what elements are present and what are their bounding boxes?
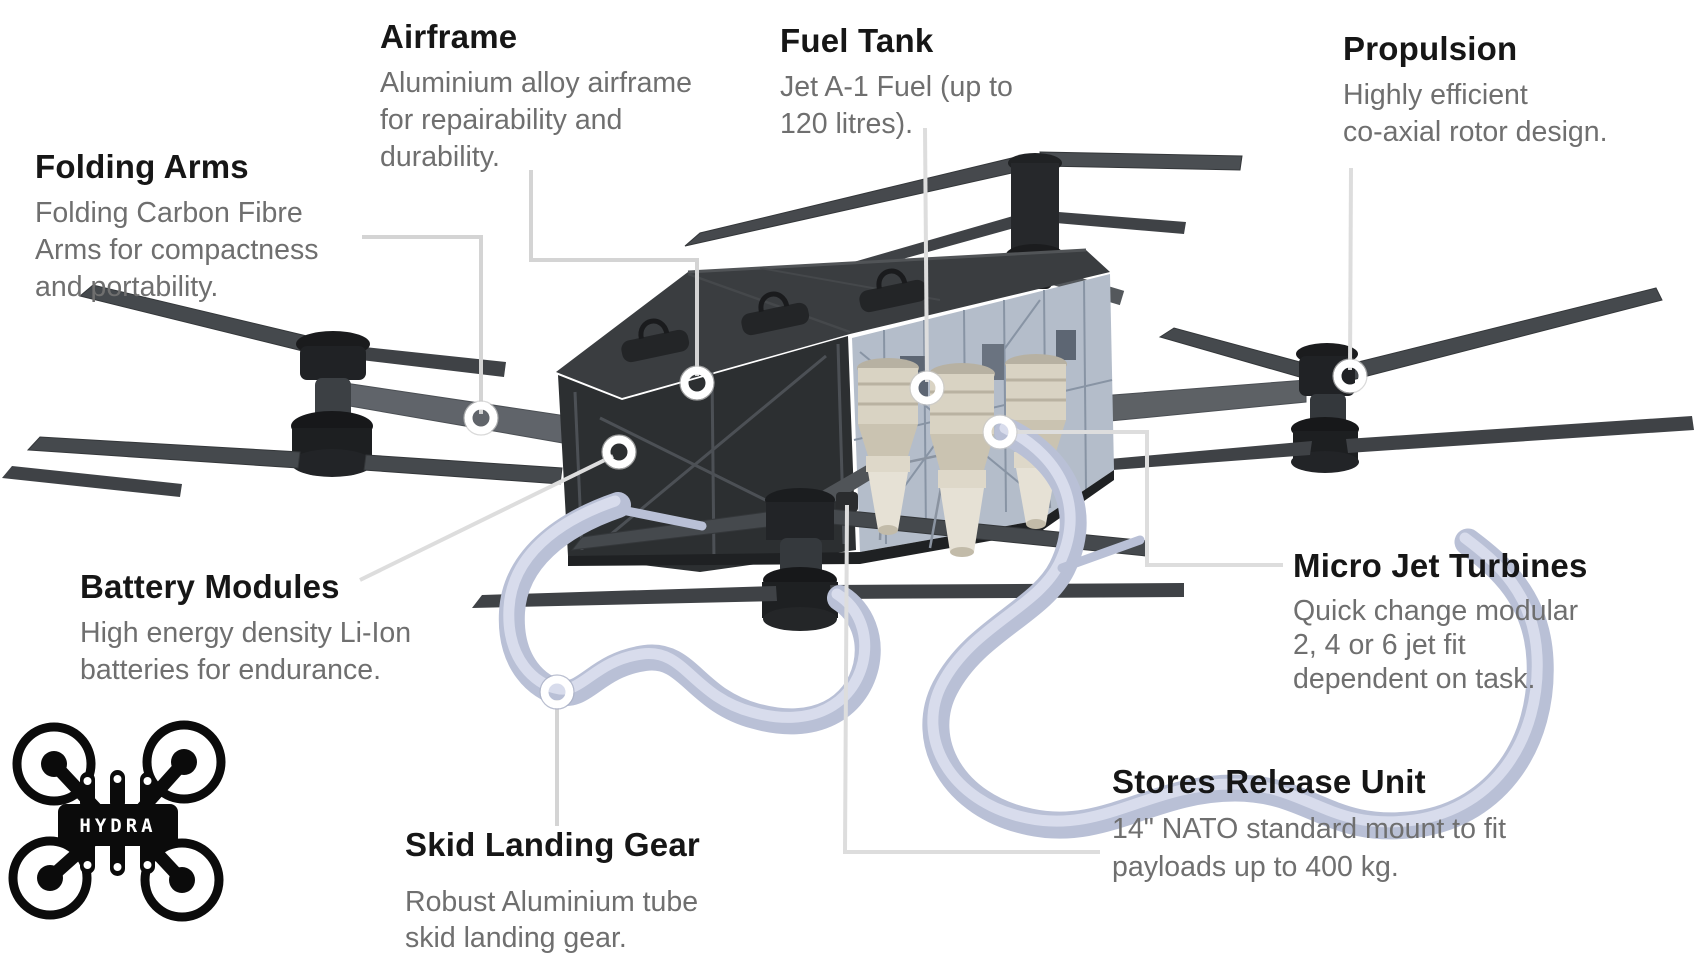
callout-text: 120 litres). <box>780 108 914 140</box>
callout-battery-modules: Battery Modules High energy density Li-I… <box>80 568 411 689</box>
jet-turbines <box>857 354 1067 557</box>
callout-text: co-axial rotor design. <box>1343 116 1608 148</box>
callout-micro-jet-turbines: Micro Jet Turbines Quick change modular … <box>1293 547 1588 696</box>
callout-title: Stores Release Unit <box>1112 763 1426 800</box>
logo-body <box>58 804 178 846</box>
rotor-right <box>1086 287 1694 473</box>
landing-skid-rear <box>922 418 1554 840</box>
rotor-left <box>2 284 581 497</box>
callout-text: Arms for compactness <box>35 234 319 266</box>
callout-text: Folding Carbon Fibre <box>35 197 303 229</box>
jet-turbine-pod <box>929 363 995 557</box>
callout-line-folding-arms <box>362 235 483 414</box>
landing-skid-front <box>498 492 881 735</box>
callout-text: skid landing gear. <box>405 922 627 954</box>
callout-text: Highly efficient <box>1343 79 1528 111</box>
callout-ring-airframe <box>679 365 715 401</box>
callout-text: High energy density Li-Ion <box>80 617 412 649</box>
callout-title: Folding Arms <box>35 148 249 185</box>
callout-title: Skid Landing Gear <box>405 826 700 863</box>
callout-text: Robust Aluminium tube <box>405 886 699 918</box>
hydra-logo: HYDRA <box>8 720 226 922</box>
callout-text: and portability. <box>35 271 219 303</box>
callout-airframe: Airframe Aluminium alloy airframe for re… <box>380 18 692 176</box>
logo-rotor-icon <box>12 722 96 806</box>
callout-title: Propulsion <box>1343 30 1518 67</box>
callout-text: dependent on task. <box>1293 663 1536 695</box>
callout-folding-arms: Folding Arms Folding Carbon Fibre Arms f… <box>35 148 319 306</box>
callout-text: Aluminium alloy airframe <box>380 67 693 99</box>
callout-ring-folding-arms <box>463 400 499 436</box>
jet-turbine-pod <box>857 358 919 535</box>
callout-text: Quick change modular <box>1293 595 1579 627</box>
callout-title: Micro Jet Turbines <box>1293 547 1588 584</box>
callout-text: for repairability and <box>380 104 623 136</box>
callout-ring-propulsion <box>1332 358 1368 394</box>
callout-title: Fuel Tank <box>780 22 934 59</box>
callout-title: Battery Modules <box>80 568 340 605</box>
callout-propulsion: Propulsion Highly efficient co-axial rot… <box>1343 30 1608 151</box>
logo-text: HYDRA <box>79 815 156 837</box>
canopy-mounts <box>621 268 928 363</box>
logo-rotor-icon <box>8 836 92 920</box>
logo-rotor-icon <box>140 838 224 922</box>
callout-ring-micro-jet <box>982 414 1018 450</box>
callout-line-battery <box>359 454 614 582</box>
logo-rotor-icon <box>142 720 226 804</box>
callout-line-propulsion <box>1348 167 1353 371</box>
callout-ring-skid <box>539 674 575 710</box>
callout-skid-landing-gear: Skid Landing Gear Robust Aluminium tube … <box>405 826 700 956</box>
callout-title: Airframe <box>380 18 518 55</box>
callout-text: durability. <box>380 141 500 173</box>
stores-release-mount <box>836 492 858 512</box>
callout-line-fuel-tank <box>923 127 929 383</box>
callout-text: Jet A-1 Fuel (up to <box>780 71 1013 103</box>
callout-ring-fuel-tank <box>909 370 945 406</box>
callout-line-micro-jet <box>1008 430 1283 567</box>
callout-ring-battery <box>601 434 637 470</box>
callout-text: batteries for endurance. <box>80 654 382 686</box>
callout-line-airframe <box>529 170 699 376</box>
callout-line-stores <box>842 504 1100 854</box>
callout-text: 2, 4 or 6 jet fit <box>1293 629 1466 661</box>
callout-text: 14" NATO standard mount to fit <box>1112 813 1507 845</box>
callout-stores-release-unit: Stores Release Unit 14" NATO standard mo… <box>1112 763 1506 886</box>
callout-text: payloads up to 400 kg. <box>1112 851 1399 883</box>
callout-fuel-tank: Fuel Tank Jet A-1 Fuel (up to 120 litres… <box>780 22 1013 143</box>
